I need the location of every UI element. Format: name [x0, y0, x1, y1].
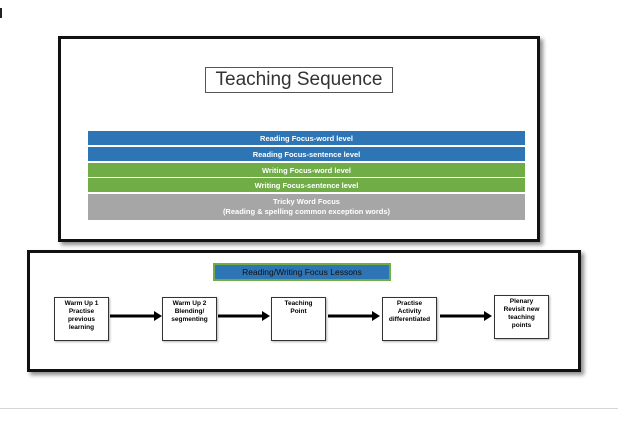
arrow-right-icon: [110, 311, 162, 321]
step-warm-up-1: Warm Up 1 Practise previous learning: [54, 297, 109, 341]
step-line: segmenting: [171, 316, 208, 323]
step-warm-up-2: Warm Up 2 Blending/ segmenting: [162, 297, 217, 341]
corner-mark: [0, 8, 2, 18]
step-line: Practise: [396, 300, 423, 307]
step-line: Plenary: [509, 298, 534, 305]
step-line: differentiated: [388, 316, 431, 323]
teaching-sequence-slide: Teaching Sequence Reading Focus-word lev…: [58, 36, 540, 242]
slide-title: Teaching Sequence: [205, 67, 393, 93]
step-line: learning: [68, 324, 95, 331]
bar-tricky-word-focus: Tricky Word Focus (Reading & spelling co…: [88, 194, 525, 220]
step-line: previous: [67, 316, 96, 323]
step-line: Blending/: [174, 308, 205, 315]
step-line: Teaching: [284, 300, 313, 307]
arrow-right-icon: [440, 311, 492, 321]
bar-reading-word-level: Reading Focus-word level: [88, 131, 525, 145]
step-line: Warm Up 1: [64, 300, 99, 307]
arrow-right-icon: [328, 311, 380, 321]
tricky-word-title: Tricky Word Focus: [273, 197, 340, 206]
bar-reading-sentence-level: Reading Focus-sentence level: [88, 147, 525, 161]
bar-writing-word-level: Writing Focus-word level: [88, 163, 525, 177]
step-line: Activity: [397, 308, 422, 315]
focus-lessons-header: Reading/Writing Focus Lessons: [213, 263, 391, 281]
step-practise-activity: Practise Activity differentiated: [382, 297, 437, 341]
step-line: Revisit new: [503, 306, 540, 313]
arrow-right-icon: [218, 311, 270, 321]
divider: [0, 408, 618, 409]
step-line: Practise: [68, 308, 95, 315]
step-line: Warm Up 2: [172, 300, 207, 307]
step-teaching-point: Teaching Point: [271, 297, 326, 341]
step-line: teaching: [508, 314, 535, 321]
step-line: points: [511, 322, 532, 329]
focus-lessons-slide: Reading/Writing Focus Lessons Warm Up 1 …: [27, 250, 581, 372]
bar-writing-sentence-level: Writing Focus-sentence level: [88, 178, 525, 192]
step-plenary: Plenary Revisit new teaching points: [494, 295, 549, 339]
step-line: Point: [290, 308, 307, 315]
tricky-word-subtitle: (Reading & spelling common exception wor…: [222, 207, 391, 216]
